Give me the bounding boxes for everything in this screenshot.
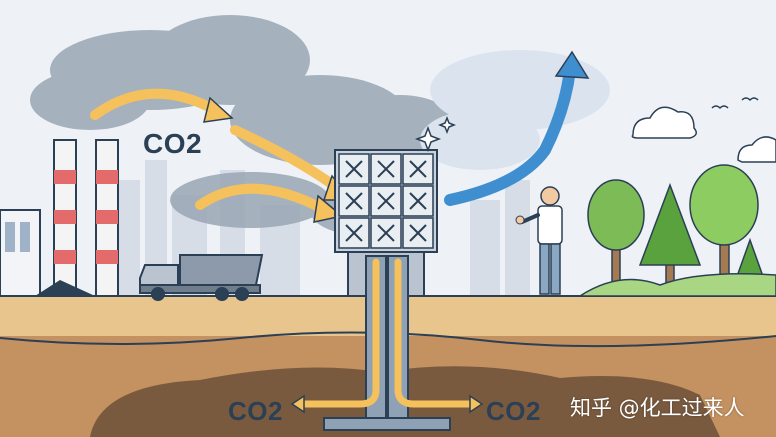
co2-emission-label: CO2 (143, 128, 203, 159)
dump-truck (139, 254, 264, 301)
smokestack (53, 139, 77, 297)
clean-air-arrow (444, 64, 576, 206)
emission-arrow (90, 88, 220, 120)
person-thumbs-up (515, 186, 563, 295)
cloud-icon (631, 106, 776, 163)
smokestack (95, 139, 119, 297)
co2-storage-label-left: CO2 (228, 396, 283, 426)
injection-pipe (323, 255, 451, 431)
co2-storage-label-right: CO2 (486, 396, 541, 426)
bird-icon (711, 97, 759, 110)
factory (0, 139, 119, 297)
emission-arrow (195, 183, 330, 215)
co2-injection-arrows (296, 258, 478, 408)
forest (577, 164, 776, 297)
sparkle-icon (414, 115, 457, 153)
watermark: 知乎 @化工过来人 (570, 396, 745, 420)
